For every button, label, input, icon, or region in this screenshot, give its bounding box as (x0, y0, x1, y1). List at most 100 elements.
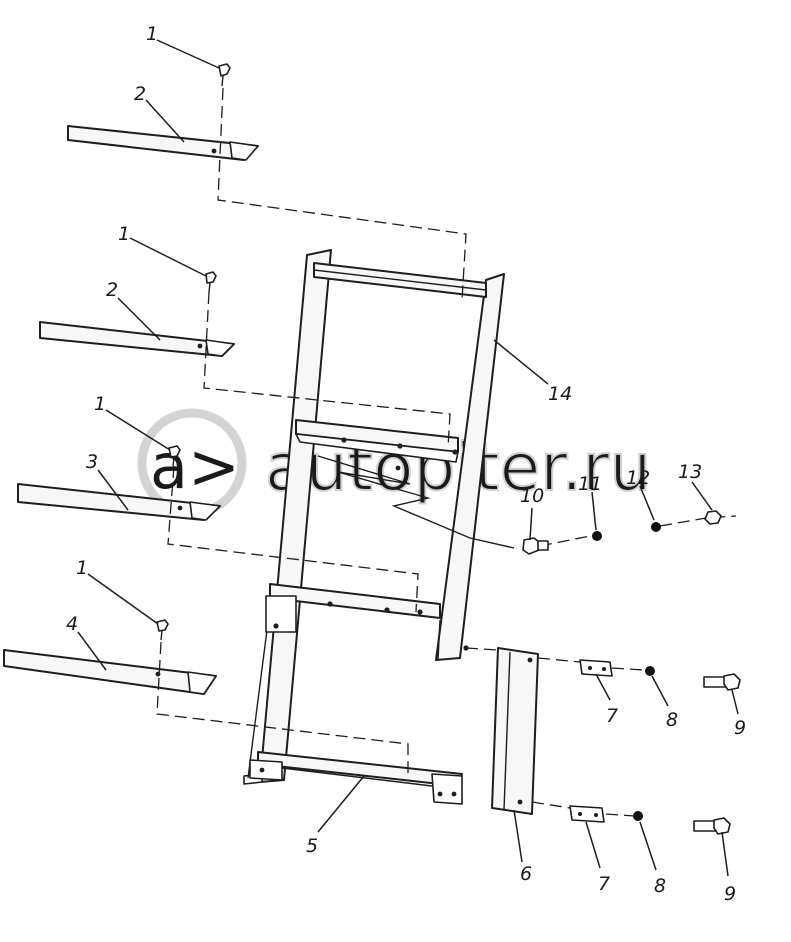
leader-1a (156, 39, 220, 69)
leader-3 (97, 469, 129, 511)
bolt-shank-10 (537, 540, 549, 551)
callout-3: 3 (86, 451, 98, 473)
leader-14 (493, 339, 549, 385)
bottom-step-5 (249, 751, 463, 805)
bracket-plate-6 (491, 647, 539, 815)
assembly-line-13 (659, 515, 737, 527)
clip-hole (578, 812, 582, 816)
callout-9: 9 (724, 883, 736, 905)
watermark: a> autopiter.ru (137, 408, 652, 518)
rivet-icon (168, 445, 181, 458)
step-2-upper (67, 125, 259, 161)
bolt-head-9-upper-icon (723, 673, 741, 691)
callout-8: 8 (666, 709, 678, 731)
left-rail (259, 249, 332, 783)
assembly-line-1 (217, 87, 467, 301)
leader-1c (105, 409, 171, 451)
leader-1d (87, 573, 159, 625)
leader-lines (77, 39, 739, 877)
lower-bracket-left (265, 595, 297, 633)
assembly-line-8a (611, 667, 645, 671)
bolt-shank-9-lower (693, 820, 717, 832)
step-2-lower (39, 321, 235, 357)
step-hole (259, 767, 265, 773)
leader-11 (591, 491, 597, 531)
step-angle (205, 339, 235, 357)
clip-7-lower (569, 805, 605, 823)
bracket-hole (273, 623, 279, 629)
assembly-line-7b (531, 801, 571, 809)
rivet-shank (221, 75, 224, 87)
clip-hole (588, 666, 592, 670)
rivet-shank (208, 282, 211, 293)
leader-5 (317, 775, 365, 833)
left-rail-lower-edge (247, 621, 269, 779)
leader-9a (731, 689, 739, 715)
bracket-plate-fold (503, 651, 511, 811)
bottom-step-left-end (249, 759, 283, 781)
plate-hole (517, 799, 523, 805)
step-3 (17, 483, 221, 521)
callout-2: 2 (106, 279, 118, 301)
callout-labels: 1 2 1 2 1 3 1 4 14 10 11 12 13 5 6 7 8 9… (66, 23, 746, 905)
step-hole (437, 791, 443, 797)
assembly-line-4 (156, 641, 409, 778)
callout-1: 1 (118, 223, 130, 245)
callout-7: 7 (598, 873, 610, 895)
leader-13 (691, 481, 713, 511)
leader-7a (595, 673, 611, 701)
bolt-head-9-lower-icon (713, 817, 731, 835)
clip-hole (602, 667, 606, 671)
callout-4: 4 (66, 613, 78, 635)
callout-10: 10 (520, 485, 544, 507)
bottom-step-edge (281, 767, 433, 787)
fasteners-row-top (522, 510, 722, 555)
washer-12-icon (651, 522, 661, 532)
step-angle (187, 671, 217, 695)
rivets-1 (156, 63, 231, 641)
step-4 (3, 649, 217, 695)
bottom-step-right-end (431, 773, 463, 805)
callout-7: 7 (606, 705, 618, 727)
break-mark (395, 465, 401, 471)
rung-hole (397, 443, 403, 449)
step-hole (177, 505, 183, 511)
callout-5: 5 (306, 835, 318, 857)
step-angle (229, 141, 259, 161)
rivet-icon (205, 271, 217, 284)
step-hole (197, 343, 203, 349)
washer-11-icon (592, 531, 602, 541)
leader-4 (77, 631, 107, 671)
nut-13-icon (704, 510, 722, 525)
leader-8b (639, 821, 657, 871)
assembly-line-plate (465, 647, 499, 651)
clip-hole (594, 813, 598, 817)
bolt-head-10-icon (522, 537, 540, 555)
callout-9: 9 (734, 717, 746, 739)
right-rail-lower-edge (437, 619, 441, 661)
step-plate (39, 321, 235, 357)
rivet-shank (160, 630, 163, 641)
callout-6: 6 (520, 863, 532, 885)
leader-8a (651, 675, 669, 707)
callout-1: 1 (94, 393, 106, 415)
middle-rung-lower (269, 583, 441, 619)
leader-12 (639, 485, 655, 521)
callout-8: 8 (654, 875, 666, 897)
step-hole (451, 791, 457, 797)
top-rung-edge (313, 269, 487, 291)
step-plate (3, 649, 217, 695)
rivet-shank (172, 456, 175, 467)
leader-10 (529, 507, 533, 541)
washer-8-upper-icon (645, 666, 655, 676)
middle-rung-upper-flange (295, 433, 459, 463)
ladder-frame-14 (243, 249, 515, 785)
callout-1: 1 (146, 23, 158, 45)
fasteners-row-middle (579, 659, 741, 691)
step-hole (155, 671, 161, 677)
bolt-shank-9-upper (703, 676, 727, 688)
assembly-line-7a (537, 657, 581, 663)
watermark-logo-glyph: a> (150, 430, 240, 503)
rung-hole (417, 609, 423, 615)
